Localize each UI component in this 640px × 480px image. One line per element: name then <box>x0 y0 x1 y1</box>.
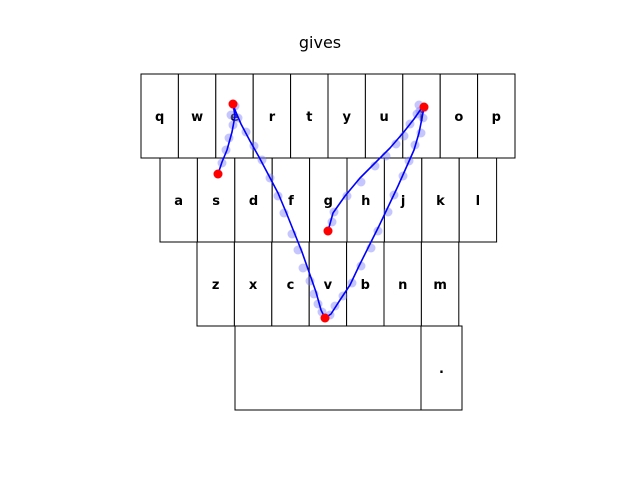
key-z[interactable]: z <box>196 241 235 327</box>
key-n-body <box>383 241 422 327</box>
key-y[interactable]: y <box>327 73 366 159</box>
key-f-body <box>271 157 311 243</box>
key-h-label: h <box>361 194 370 209</box>
key-n-label: n <box>398 278 407 293</box>
key-l-body <box>458 157 498 243</box>
key-y-body <box>327 73 366 159</box>
key-c-label: c <box>287 278 295 293</box>
key-j[interactable]: j <box>383 157 423 243</box>
key-d[interactable]: d <box>234 157 273 243</box>
key-k[interactable]: k <box>421 157 460 243</box>
key-l[interactable]: l <box>458 157 498 243</box>
key-r[interactable]: r <box>252 73 292 159</box>
key-w[interactable]: w <box>177 73 217 159</box>
key-i-body <box>402 73 441 159</box>
key-x[interactable]: x <box>233 241 273 327</box>
period-key-label: . <box>439 362 444 377</box>
key-v-body <box>308 241 348 327</box>
swipe-path-line <box>217 103 425 319</box>
swipe-anchor-i <box>419 102 429 112</box>
swiped-word-title: gives <box>298 33 342 52</box>
key-r-label: r <box>269 110 276 125</box>
key-u-label: u <box>379 110 388 125</box>
key-k-body <box>421 157 460 243</box>
key-g-label: g <box>324 194 333 209</box>
key-v[interactable]: v <box>308 241 348 327</box>
key-v-label: v <box>324 278 333 293</box>
key-y-label: y <box>342 110 351 125</box>
key-o[interactable]: o <box>439 73 479 159</box>
key-s-label: s <box>212 194 220 209</box>
period-key-body <box>420 325 463 411</box>
key-l-label: l <box>476 194 480 209</box>
key-w-label: w <box>191 110 203 125</box>
key-f-label: f <box>288 194 294 209</box>
key-z-body <box>196 241 235 327</box>
key-u-body <box>364 73 404 159</box>
swipe-sample-point <box>342 191 352 201</box>
swipe-anchor-points <box>213 99 429 323</box>
space-key-body <box>234 325 422 411</box>
key-x-label: x <box>249 278 258 293</box>
key-u[interactable]: u <box>364 73 404 159</box>
key-x-body <box>233 241 273 327</box>
key-j-label: j <box>400 194 405 209</box>
swipe-sample-point <box>356 177 366 187</box>
swipe-sample-point <box>391 139 401 149</box>
swipe-anchor-s <box>213 169 223 179</box>
space-key[interactable] <box>234 325 422 411</box>
key-m-label: m <box>433 278 447 293</box>
key-t-label: t <box>306 110 312 125</box>
key-p[interactable]: p <box>477 73 516 159</box>
swipe-sample-point <box>370 161 380 171</box>
swipe-sample-point <box>298 263 308 273</box>
period-key[interactable]: . <box>420 325 463 411</box>
swipe-path <box>217 103 425 319</box>
key-f[interactable]: f <box>271 157 311 243</box>
key-d-label: d <box>249 194 258 209</box>
key-a-label: a <box>174 194 183 209</box>
swipe-sample-point <box>383 207 393 217</box>
key-p-label: p <box>492 110 501 125</box>
key-r-body <box>252 73 292 159</box>
swipe-anchor-g <box>323 226 333 236</box>
key-t[interactable]: t <box>290 73 329 159</box>
key-a[interactable]: a <box>159 157 198 243</box>
swipe-anchor-e <box>228 99 238 109</box>
swipe-sample-point <box>226 110 236 120</box>
key-n[interactable]: n <box>383 241 422 327</box>
key-q-label: q <box>155 110 164 125</box>
key-z-label: z <box>212 278 220 293</box>
swipe-anchor-v <box>320 313 330 323</box>
key-m-body <box>420 241 460 327</box>
key-q[interactable]: q <box>140 73 179 159</box>
key-b-label: b <box>361 278 370 293</box>
key-o-label: o <box>454 110 463 125</box>
key-m[interactable]: m <box>420 241 460 327</box>
key-d-body <box>234 157 273 243</box>
key-k-label: k <box>436 194 445 209</box>
